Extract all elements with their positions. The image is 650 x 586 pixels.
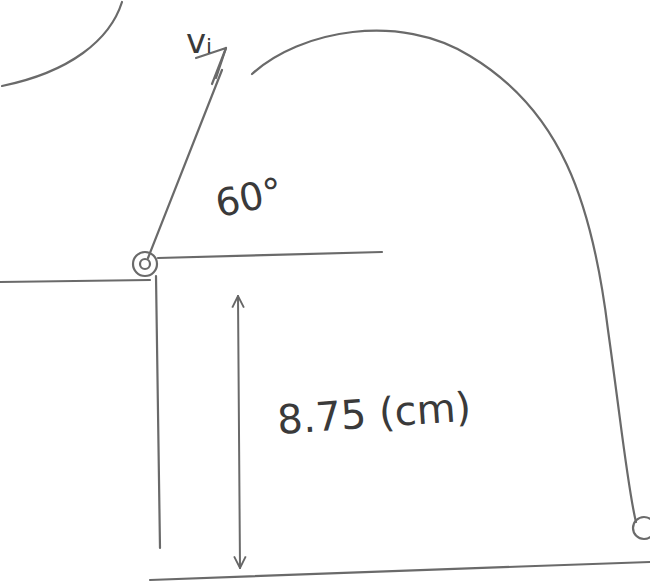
height-dimension-arrow <box>238 296 240 568</box>
velocity-arrowhead-stem <box>212 48 226 84</box>
horizontal-reference <box>158 252 382 258</box>
table-side <box>156 276 160 548</box>
table-top <box>0 280 150 282</box>
launch-ball <box>133 252 157 276</box>
page-edge-curve <box>2 2 122 86</box>
floor-line <box>150 562 650 580</box>
trajectory <box>252 31 636 522</box>
angle-label: 60° <box>212 172 286 223</box>
velocity-label: vᵢ <box>186 24 212 58</box>
launch-ball-inner <box>140 259 150 269</box>
launch-velocity-line <box>148 70 222 258</box>
landing-ball <box>633 517 650 539</box>
height-dimension-label: 8.75 (cm) <box>276 386 472 439</box>
